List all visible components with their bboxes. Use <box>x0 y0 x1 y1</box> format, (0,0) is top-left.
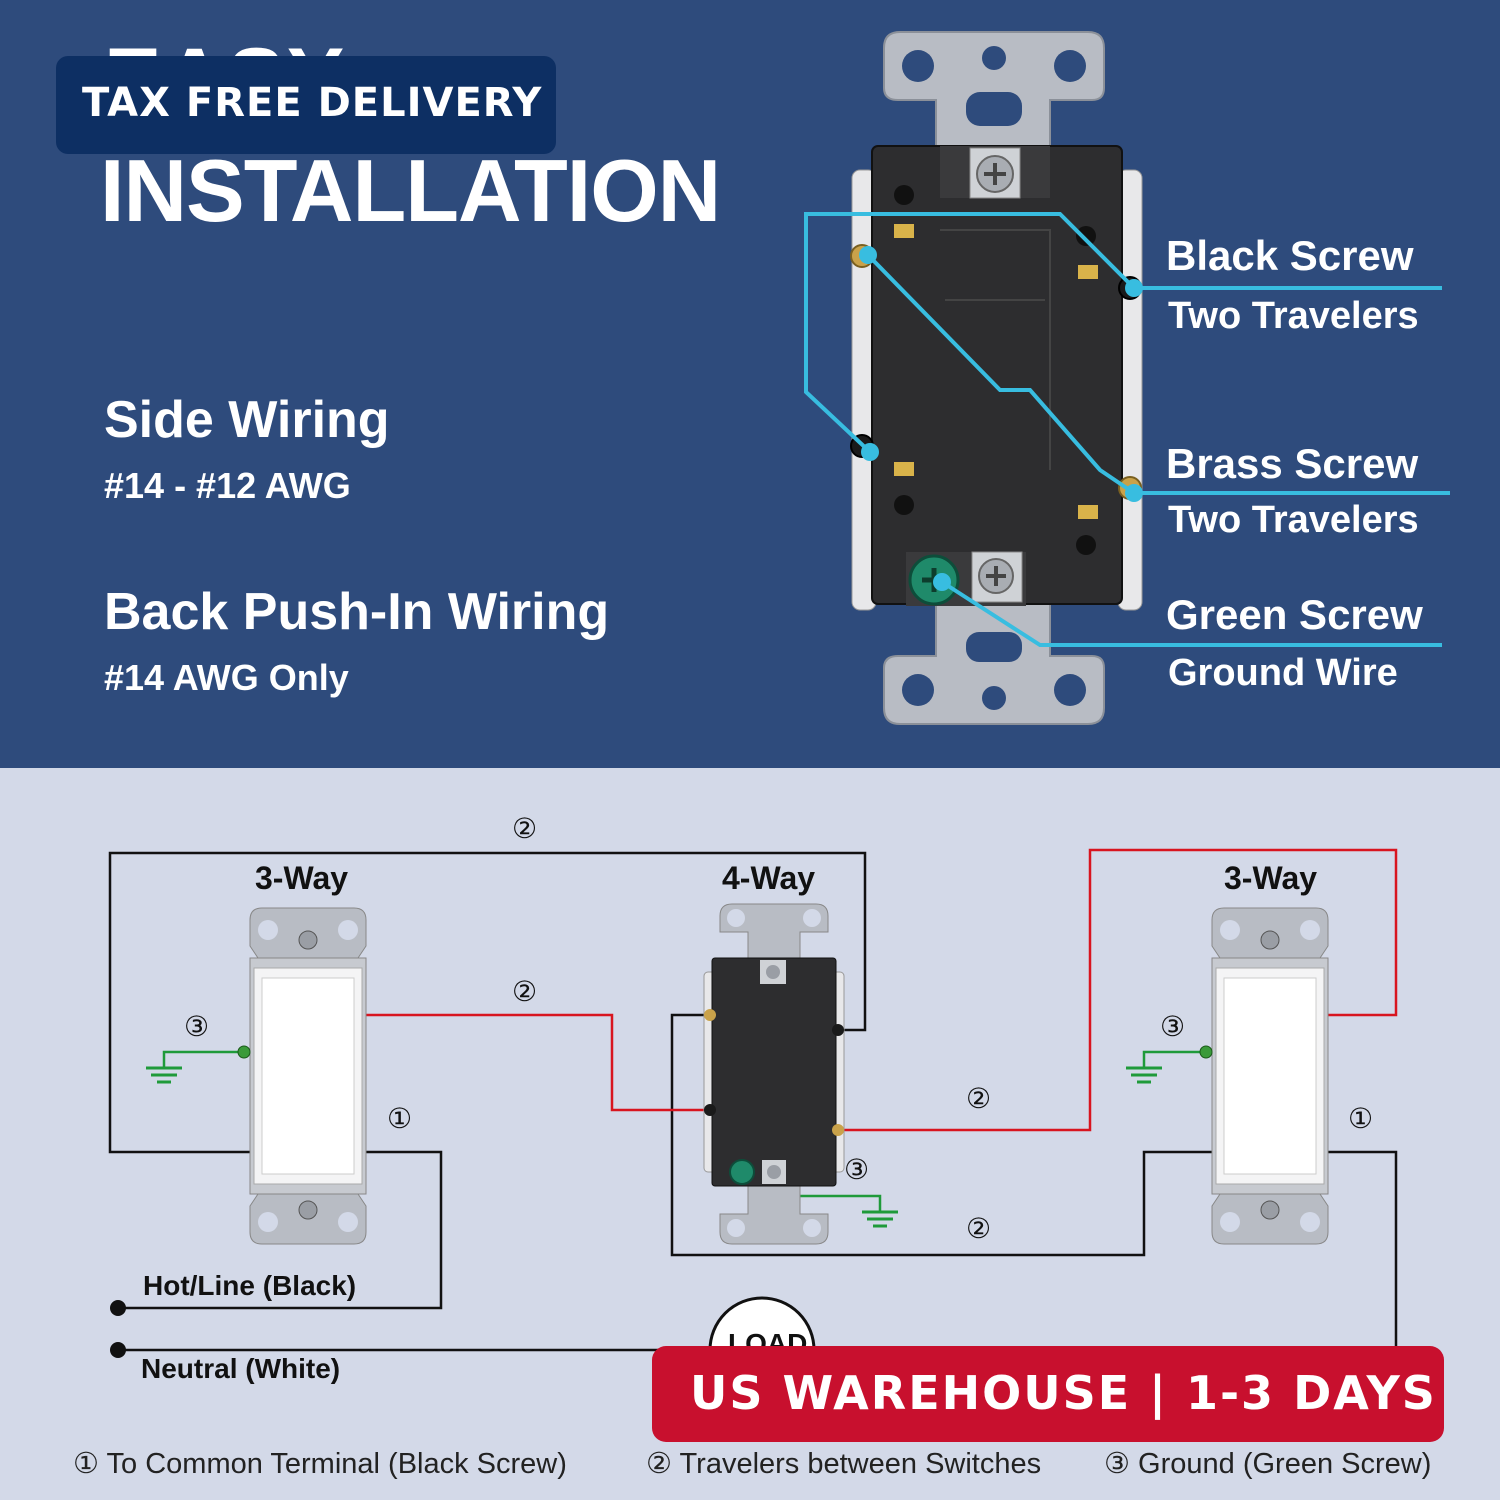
legend-ground: ③ Ground (Green Screw) <box>1104 1448 1432 1480</box>
red-wires <box>365 848 1398 1132</box>
ground-symbol-icon <box>146 1066 1162 1228</box>
middle-switch-label: 4-Way <box>722 860 816 896</box>
heading-cutoff: EASY <box>104 36 346 58</box>
black-wires <box>108 851 1398 1352</box>
black-screw-label: Black Screw <box>1166 232 1414 279</box>
callout-lines <box>804 212 1450 647</box>
black-screw-sub: Two Travelers <box>1168 295 1419 337</box>
right-3way-switch <box>1199 907 1329 1245</box>
neutral-label: Neutral (White) <box>141 1353 341 1384</box>
left-switch-label: 3-Way <box>255 860 349 896</box>
right-switch-label: 3-Way <box>1224 860 1318 896</box>
ground-marker-left: ③ <box>184 1011 210 1042</box>
ground-marker-right: ③ <box>1160 1011 1186 1042</box>
common-marker-right: ① <box>1348 1103 1374 1134</box>
green-screw-sub: Ground Wire <box>1168 652 1398 694</box>
load-label: LOAD <box>728 1328 808 1346</box>
warehouse-badge: US WAREHOUSE | 1-3 DAYS <box>652 1346 1444 1442</box>
large-switch-illustration <box>850 31 1143 725</box>
warehouse-badge-label: US WAREHOUSE | 1-3 DAYS <box>690 1366 1437 1420</box>
green-screw-label: Green Screw <box>1166 591 1423 638</box>
back-wiring-title: Back Push-In Wiring <box>104 583 610 641</box>
legend-common: ① To Common Terminal (Black Screw) <box>73 1448 567 1480</box>
traveler-marker-right: ② <box>966 1083 992 1114</box>
brass-screw-label: Brass Screw <box>1166 440 1419 487</box>
hot-terminal-dot <box>110 1300 126 1316</box>
side-wiring-gauge: #14 - #12 AWG <box>104 465 351 506</box>
traveler-marker-top: ② <box>512 813 538 844</box>
tax-free-badge-label: TAX FREE DELIVERY <box>82 80 543 126</box>
traveler-marker-left: ② <box>512 976 538 1007</box>
page-title: INSTALLATION <box>100 141 721 240</box>
neutral-terminal-dot <box>110 1342 126 1358</box>
left-3way-switch <box>237 907 367 1245</box>
hot-line-label: Hot/Line (Black) <box>143 1270 357 1301</box>
middle-4way-switch <box>703 903 845 1245</box>
ground-marker-middle: ③ <box>844 1154 870 1185</box>
tax-free-badge: TAX FREE DELIVERY <box>56 56 556 154</box>
traveler-marker-bottom: ② <box>966 1213 992 1244</box>
back-wiring-gauge: #14 AWG Only <box>104 657 349 698</box>
brass-screw-sub: Two Travelers <box>1168 499 1419 541</box>
side-wiring-title: Side Wiring <box>104 391 390 449</box>
common-marker-left: ① <box>387 1103 413 1134</box>
legend-travelers: ② Travelers between Switches <box>646 1448 1042 1480</box>
